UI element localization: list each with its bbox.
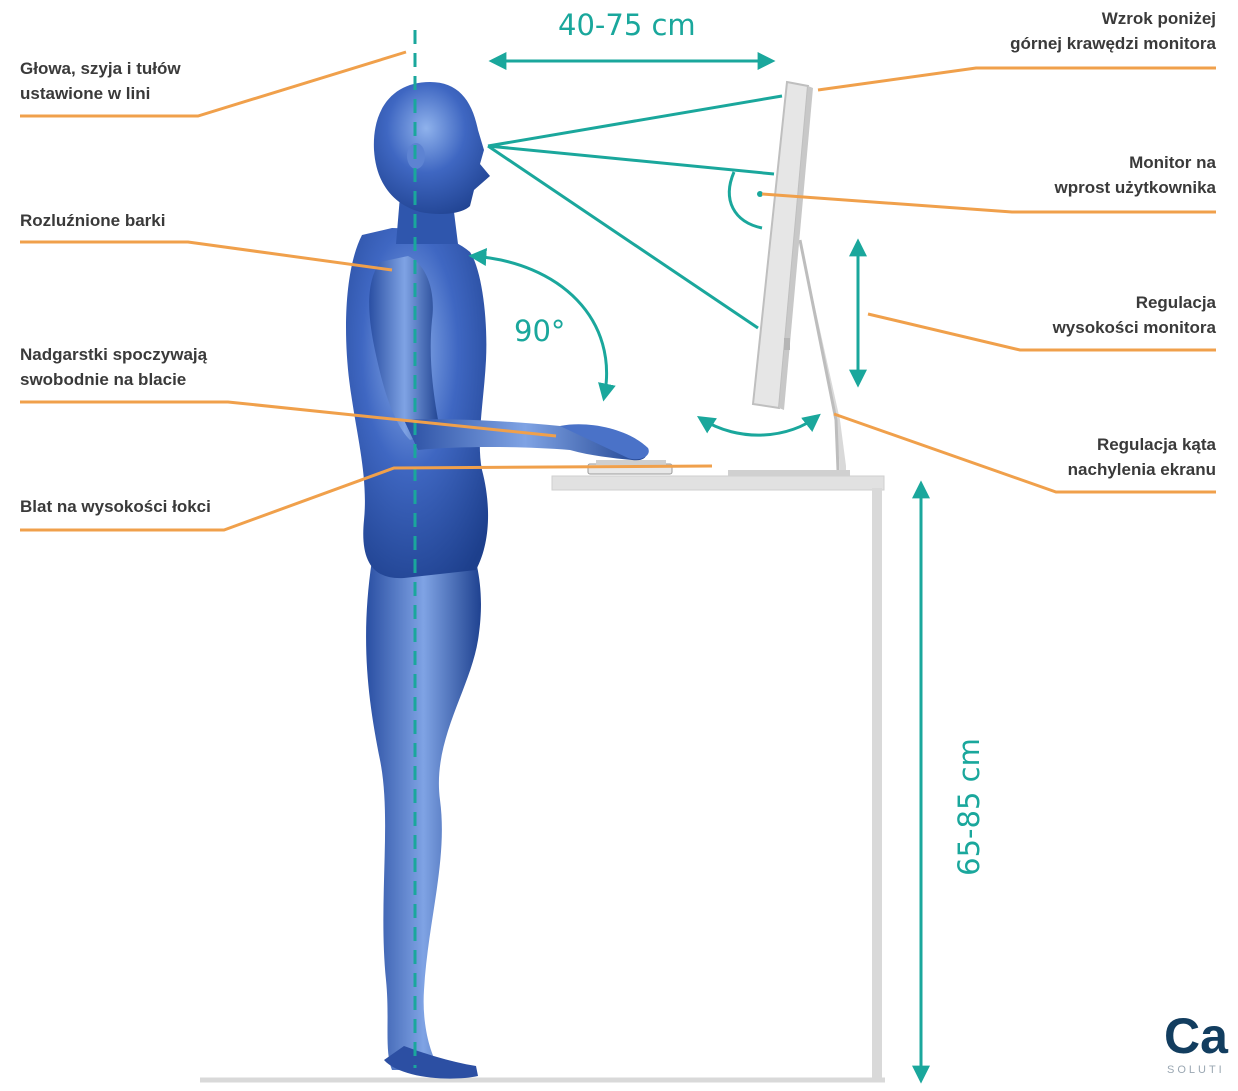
leader-lines-right [762, 68, 1216, 492]
desk-height-measurement: 65-85 cm [952, 738, 986, 876]
logo-subtext: SOLUTI [1167, 1064, 1225, 1076]
label-wrists: Nadgarstki spoczywają swobodnie na blaci… [20, 342, 207, 392]
distance-measurement: 40-75 cm [558, 8, 696, 42]
logo-text: Ca [1164, 1010, 1228, 1062]
desk [552, 476, 884, 1080]
label-head-neck-torso: Głowa, szyja i tułów ustawione w lini [20, 56, 181, 106]
company-logo: Ca SOLUTI [1164, 1010, 1238, 1086]
monitor [753, 82, 813, 410]
label-monitor-front: Monitor na wprost użytkownika [1054, 150, 1216, 200]
label-relaxed-shoulders: Rozluźnione barki [20, 208, 165, 233]
label-desk-elbow-height: Blat na wysokości łokci [20, 494, 211, 519]
screen-right-angle-arc [729, 172, 762, 228]
label-screen-angle: Regulacja kąta nachylenia ekranu [1068, 432, 1216, 482]
label-monitor-height: Regulacja wysokości monitora [1053, 290, 1216, 340]
label-gaze-below-monitor: Wzrok poniżej górnej krawędzi monitora [1010, 6, 1216, 56]
screen-tilt-arrow [700, 416, 818, 435]
sight-lines [488, 96, 782, 328]
elbow-angle-measurement: 90° [514, 314, 565, 348]
human-figure [346, 82, 649, 1079]
